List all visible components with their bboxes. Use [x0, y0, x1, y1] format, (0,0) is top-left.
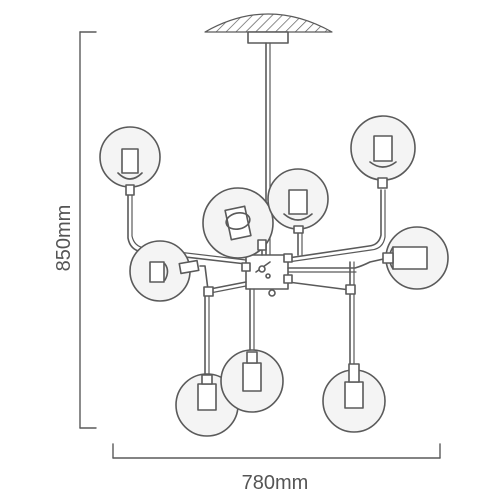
central-hub — [245, 254, 289, 297]
height-dimension-line — [79, 31, 97, 429]
globe-lower-right — [322, 363, 386, 433]
ceiling-hatch — [204, 13, 333, 33]
globe-upper-right — [350, 115, 416, 189]
chandelier-arms — [127, 189, 389, 376]
height-dimension-label: 850mm — [53, 205, 75, 272]
width-dimension-label: 780mm — [242, 472, 309, 494]
ceiling-canopy — [247, 31, 289, 44]
globe-side-right — [382, 226, 449, 290]
width-dimension-line — [112, 443, 441, 459]
globe-center-left — [202, 187, 274, 259]
globe-side-left — [129, 240, 200, 302]
globe-upper-left — [99, 126, 161, 196]
globe-lower-center — [220, 349, 284, 413]
globe-center-right — [267, 168, 329, 234]
arm-joints — [203, 253, 356, 297]
